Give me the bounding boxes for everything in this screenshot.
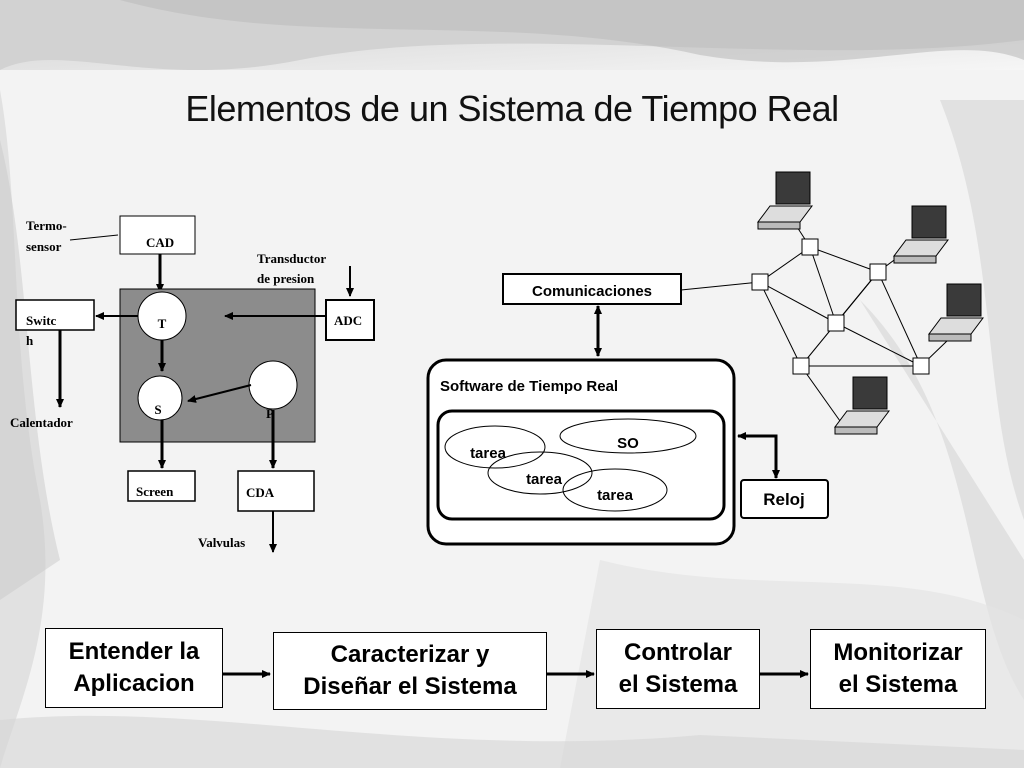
step-4-line1: Monitorizar <box>833 639 963 666</box>
tarea-ellipse-1 <box>444 425 546 469</box>
step-controlar: Controlar el Sistema <box>596 629 760 709</box>
comunicaciones-label: Comunicaciones <box>532 283 652 300</box>
node-s <box>137 375 183 421</box>
switch-box <box>15 299 95 331</box>
software-block: Comunicaciones Software de Tiempo Real S… <box>426 273 829 546</box>
plant-diagram: Termo- sensor CAD Transductor de presion… <box>10 215 375 553</box>
screen-box <box>127 470 196 502</box>
step-3-line1: Controlar <box>623 639 732 666</box>
network-node <box>912 357 930 375</box>
valvulas-label: Valvulas <box>198 535 245 550</box>
tarea-ellipse-2 <box>487 451 593 495</box>
tarea-ellipse-3 <box>562 468 668 512</box>
computer-icon <box>893 205 949 264</box>
network-node <box>801 238 819 256</box>
tarea-3-label: tarea <box>597 487 634 504</box>
computer-icon <box>757 171 813 230</box>
network-node <box>751 273 769 291</box>
cda-label: CDA <box>246 485 275 500</box>
so-label: SO <box>617 435 639 452</box>
node-p <box>248 360 298 410</box>
reloj-box <box>740 479 829 519</box>
step-2-line2: Diseñar el Sistema <box>303 673 517 700</box>
step-entender: Entender la Aplicacion <box>45 628 223 708</box>
network-node <box>792 357 810 375</box>
transductor-label: Transductor <box>257 251 326 266</box>
step-1-line2: Aplicacion <box>73 670 195 697</box>
termo-sensor-label-2: sensor <box>26 239 62 254</box>
step-monitorizar: Monitorizar el Sistema <box>810 629 986 709</box>
cda-box <box>237 470 315 512</box>
calentador-label: Calentador <box>10 415 73 430</box>
network-node <box>827 314 845 332</box>
software-label: Software de Tiempo Real <box>440 378 618 395</box>
reloj-label: Reloj <box>763 490 805 509</box>
switch-label-2: h <box>26 333 34 348</box>
screen-label: Screen <box>136 484 174 499</box>
cad-label: CAD <box>146 235 174 250</box>
tarea-2-label: tarea <box>526 471 563 488</box>
network-diagram <box>680 171 984 435</box>
so-ellipse <box>559 418 697 454</box>
step-2-line1: Caracterizar y <box>330 641 490 668</box>
transductor-label-2: de presion <box>257 271 315 286</box>
step-1-line1: Entender la <box>68 638 200 665</box>
computer-icon <box>928 283 984 342</box>
adc-label: ADC <box>334 313 362 328</box>
node-t-label: T <box>158 316 167 331</box>
adc-box <box>325 299 375 341</box>
node-s-label: S <box>154 402 161 417</box>
computer-icon <box>834 376 890 435</box>
step-4-line2: el Sistema <box>838 671 958 698</box>
page-title: Elementos de un Sistema de Tiempo Real <box>185 88 839 129</box>
tarea-1-label: tarea <box>470 445 507 462</box>
switch-label: Switc <box>26 313 57 328</box>
step-caracterizar: Caracterizar y Diseñar el Sistema <box>273 632 547 710</box>
step-3-line2: el Sistema <box>618 671 738 698</box>
cad-box <box>119 215 196 255</box>
comunicaciones-box <box>502 273 682 305</box>
network-node <box>869 263 887 281</box>
node-p-label: P <box>266 406 274 421</box>
termo-sensor-label: Termo- <box>26 218 67 233</box>
